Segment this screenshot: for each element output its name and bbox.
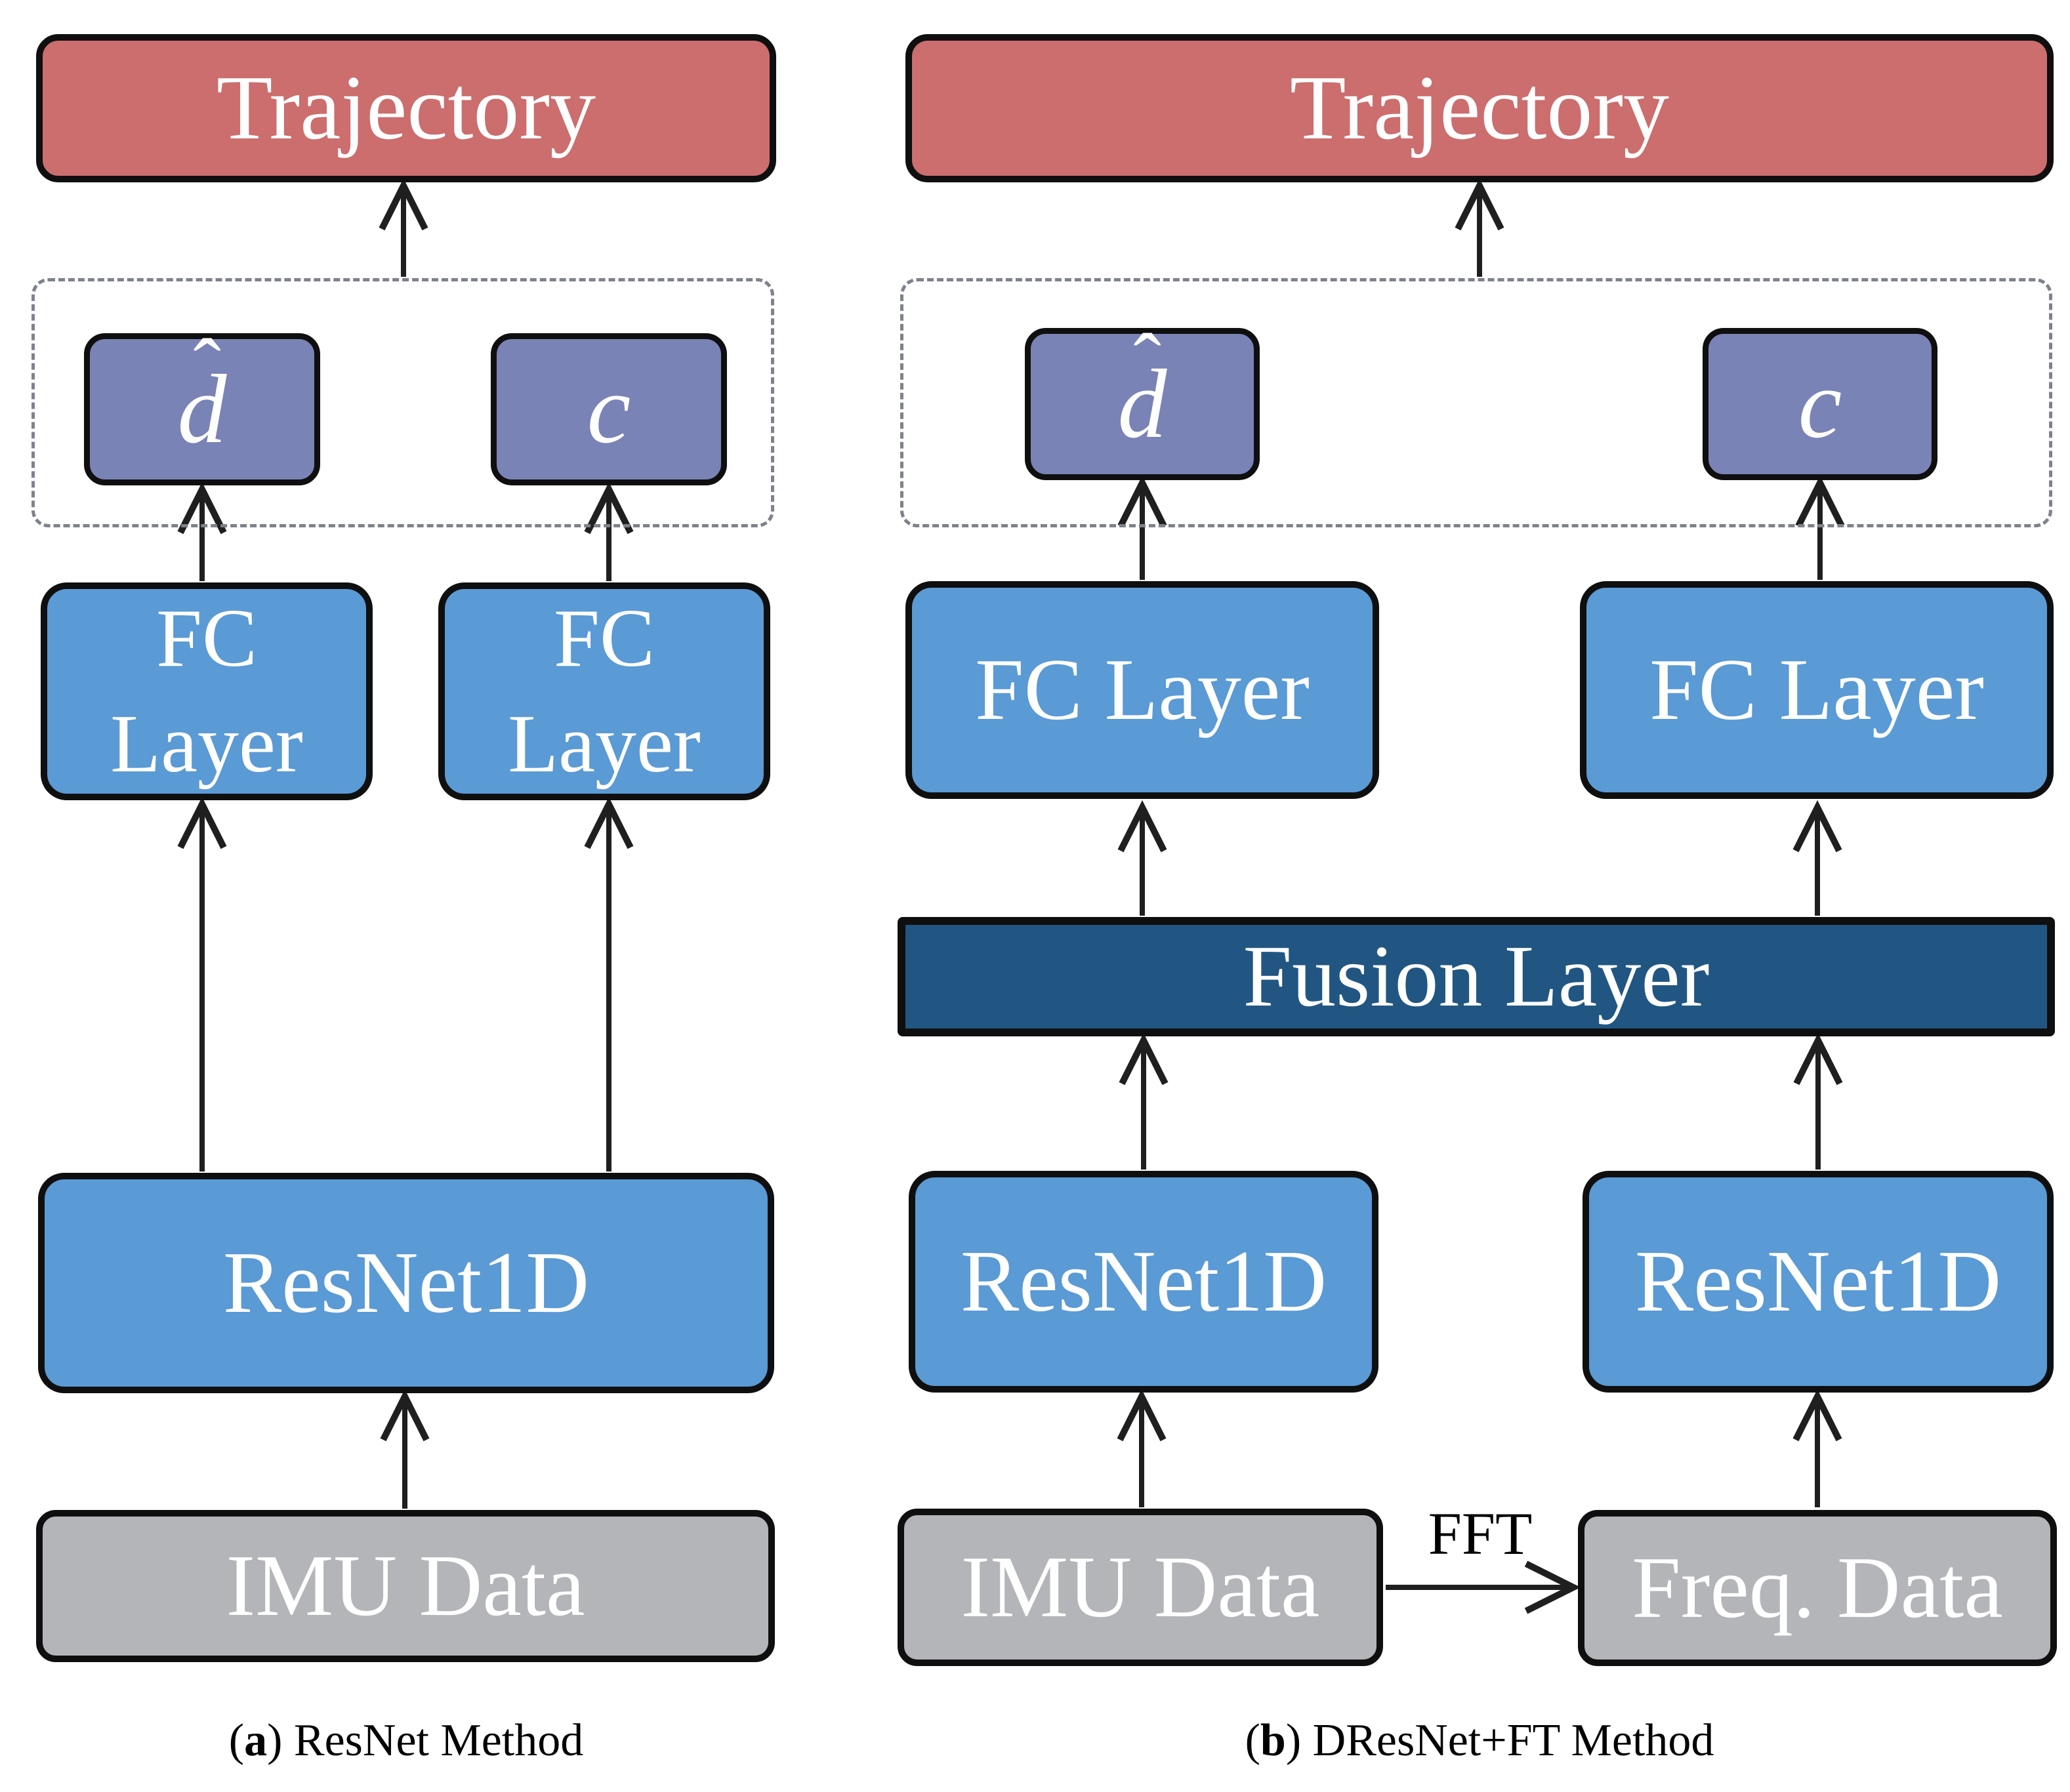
dhat-box-b: ˆ d: [1025, 321, 1260, 480]
dhat-letter-a: d: [177, 355, 227, 464]
imu-data-label-b: IMU Data: [961, 1538, 1320, 1636]
dhat-symbol-b: ˆ d: [1118, 321, 1167, 453]
arrow-imu-to-resnet1-b: [1117, 1389, 1167, 1507]
fc-left-line1-a: FC: [155, 592, 258, 684]
imu-data-label-a: IMU Data: [226, 1537, 585, 1635]
arrow-fusion-to-fc1-b: [1117, 800, 1167, 916]
fc-layer-right-box-a: FC Layer: [438, 582, 770, 800]
caption-b-open: (: [1245, 1715, 1260, 1766]
caption-a-rest: ) ResNet Method: [267, 1715, 584, 1766]
fft-label-b: FFT: [1388, 1503, 1572, 1564]
trajectory-label-a: Trajectory: [216, 57, 596, 159]
caption-b-rest: ) DResNet+FT Method: [1285, 1715, 1714, 1766]
fc-right-line2-a: Layer: [508, 699, 701, 790]
resnet1d-left-box-b: ResNet1D: [909, 1171, 1378, 1393]
fc-layer-right-box-b: FC Layer: [1580, 581, 2054, 799]
dhat-box-a: ˆ d: [84, 326, 320, 485]
arrow-outputs-to-trajectory-a: [379, 178, 428, 277]
trajectory-label-b: Trajectory: [1289, 57, 1670, 159]
c-symbol-a: c: [587, 355, 631, 464]
arrow-resnet2-to-fusion-b: [1793, 1032, 1843, 1170]
trajectory-box-a: Trajectory: [36, 34, 776, 182]
fc-layer-left-box-b: FC Layer: [905, 581, 1379, 799]
output-group-a: [31, 278, 774, 527]
trajectory-box-b: Trajectory: [905, 34, 2054, 182]
caption-a: (a) ResNet Method: [36, 1713, 776, 1768]
fc-left-line2-a: Layer: [110, 699, 303, 790]
c-box-b: c: [1703, 328, 1937, 480]
fc-left-label-b: FC Layer: [975, 641, 1310, 739]
c-symbol-b: c: [1798, 350, 1842, 458]
freq-data-box-b: Freq. Data: [1578, 1510, 2057, 1666]
dhat-letter-b: d: [1117, 350, 1167, 458]
imu-data-box-a: IMU Data: [36, 1510, 775, 1662]
fc-layer-left-box-a: FC Layer: [41, 582, 373, 800]
arrow-outputs-to-trajectory-b: [1455, 178, 1504, 277]
fusion-layer-label-b: Fusion Layer: [1243, 927, 1710, 1025]
caption-b: (b) DResNet+FT Method: [905, 1713, 2054, 1768]
fusion-layer-box-b: Fusion Layer: [898, 917, 2055, 1036]
fc-right-label-b: FC Layer: [1649, 641, 1984, 739]
arrow-imu-to-freq-fft-b: [1386, 1560, 1581, 1614]
resnet1d-box-a: ResNet1D: [38, 1173, 774, 1393]
hat-accent-a: ˆ: [193, 321, 221, 415]
caption-a-letter: a: [244, 1715, 268, 1766]
caption-a-open: (: [228, 1715, 245, 1766]
fft-text-b: FFT: [1428, 1500, 1533, 1567]
resnet1d-right-label-b: ResNet1D: [1634, 1232, 2002, 1330]
caption-b-letter: b: [1260, 1715, 1286, 1766]
hat-accent-b: ˆ: [1133, 316, 1161, 409]
output-group-b: [900, 278, 2052, 527]
arrow-resnet1-to-fusion-b: [1119, 1032, 1169, 1170]
freq-data-label-b: Freq. Data: [1632, 1539, 2003, 1637]
resnet1d-label-a: ResNet1D: [222, 1234, 590, 1332]
dhat-symbol-a: ˆ d: [178, 326, 227, 458]
imu-data-box-b: IMU Data: [898, 1509, 1383, 1666]
c-box-a: c: [491, 333, 727, 485]
arrow-fusion-to-fc2-b: [1792, 800, 1842, 916]
resnet1d-right-box-b: ResNet1D: [1583, 1171, 2054, 1393]
arrow-resnet-to-fc2-a: [584, 796, 634, 1171]
resnet1d-left-label-b: ResNet1D: [960, 1232, 1327, 1330]
fc-right-line1-a: FC: [553, 592, 655, 684]
arrow-imu-to-resnet-a: [380, 1389, 430, 1509]
arrow-freq-to-resnet2-b: [1792, 1389, 1842, 1507]
arrow-resnet-to-fc1-a: [177, 796, 227, 1171]
